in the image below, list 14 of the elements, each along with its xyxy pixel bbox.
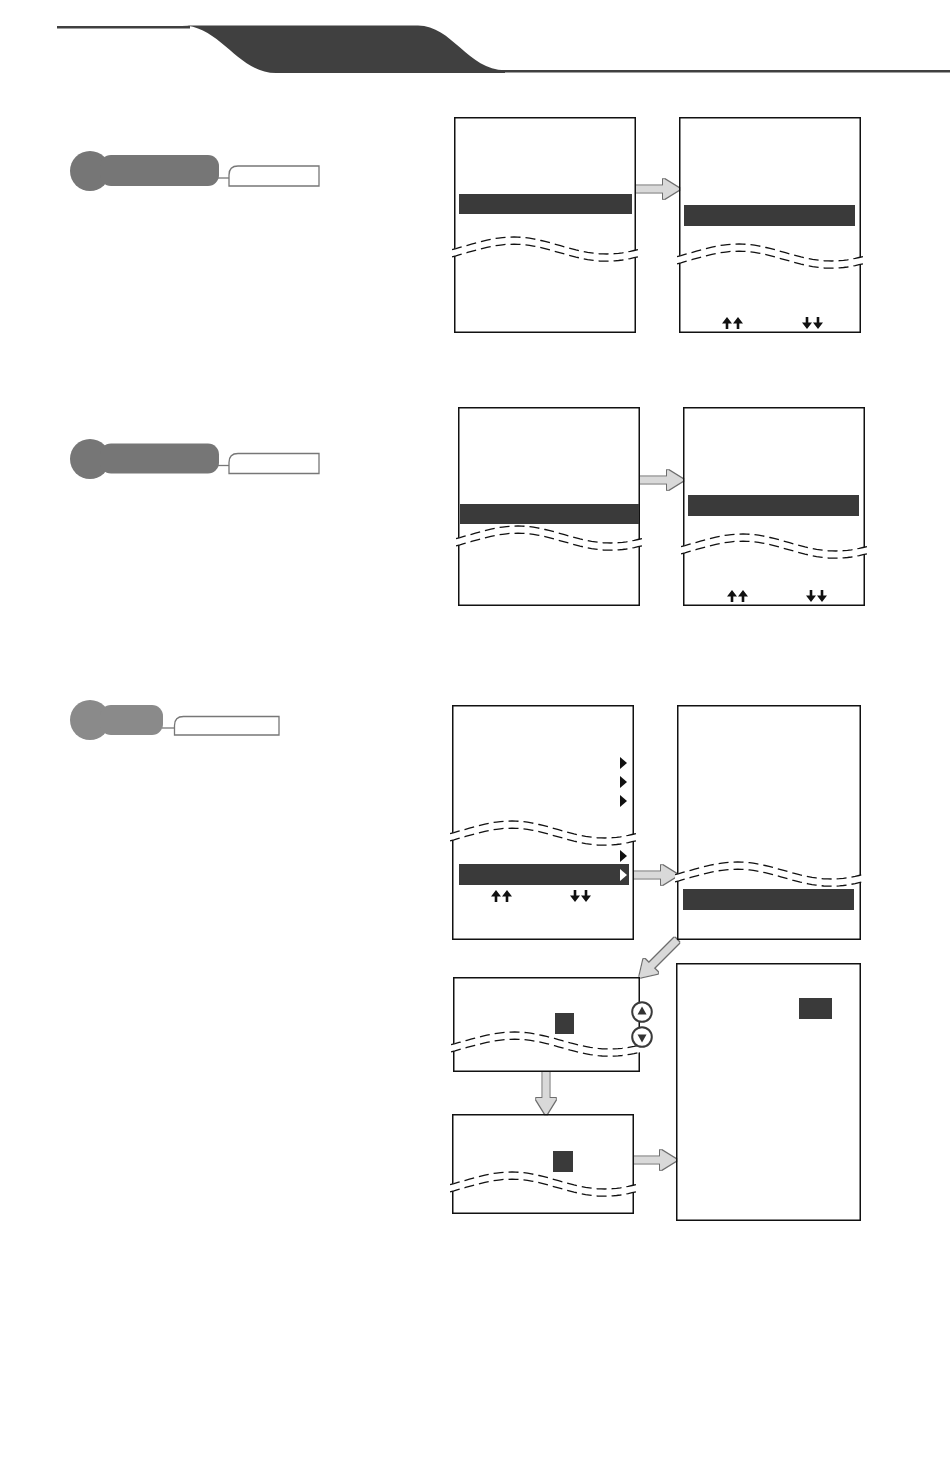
display-screen — [452, 705, 634, 940]
display-screen — [677, 705, 861, 940]
display-screen — [458, 407, 640, 606]
display-screen — [676, 963, 861, 1221]
display-screen — [679, 117, 861, 333]
arrow — [634, 1150, 677, 1170]
display-screen — [683, 407, 865, 606]
arrow — [640, 470, 684, 490]
display-screen — [452, 1114, 634, 1214]
arrow — [636, 179, 680, 199]
arrow — [634, 865, 678, 885]
arrow — [536, 1072, 556, 1115]
display-screen — [454, 117, 636, 333]
arrow — [637, 937, 680, 980]
